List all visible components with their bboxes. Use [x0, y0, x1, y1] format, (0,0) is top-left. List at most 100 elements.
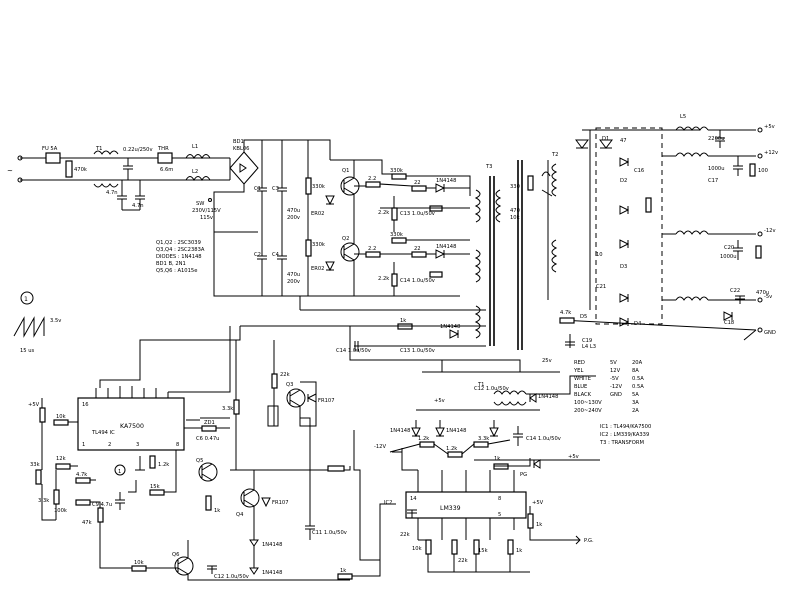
- c-fb-label: C14 1.0u/50v: [336, 348, 371, 354]
- ctl-q4: Q4: [236, 512, 244, 518]
- c2-hb-label: C14 1.0u/50v: [400, 278, 435, 284]
- ic2-rb2: 22k: [458, 558, 468, 564]
- ic2-t1: T1: [477, 382, 484, 388]
- ctl-d-fr: FR107: [272, 500, 289, 506]
- out-m5v: -5v: [764, 294, 772, 300]
- ntc-label: THR: [157, 146, 169, 152]
- ic2-r3: 3.3k: [478, 436, 489, 442]
- ctl-zd: ZD1: [204, 420, 215, 426]
- sw-label: SW: [196, 201, 204, 207]
- ic2-r2: 1.2k: [446, 446, 457, 452]
- t2-label: T2: [551, 152, 558, 158]
- r3-label: 330k: [390, 168, 403, 174]
- ct-c6: 200~240V: [574, 408, 602, 414]
- ctl-c2: C6 0.47u: [196, 436, 219, 442]
- ctl-q3: Q3: [286, 382, 293, 388]
- r1-label: 2.2: [368, 176, 376, 182]
- ct-v0: 5V: [610, 360, 617, 366]
- out-m12v-terminal: [757, 231, 763, 237]
- sec-c19: C19: [582, 338, 592, 344]
- c3-label: C3: [272, 186, 279, 192]
- ic1-tl494: [77, 397, 185, 451]
- fuse: [45, 152, 61, 164]
- sec-c16: C16: [634, 168, 644, 174]
- note-5: Q5,Q6 : A1015e: [156, 268, 197, 274]
- bridge-value: KBL06: [233, 146, 249, 152]
- sec-c21: C21: [596, 284, 606, 290]
- sec-c18: C18: [724, 320, 734, 326]
- t3-label: T3: [485, 164, 492, 170]
- y-cap-a-label: 4.7n: [106, 190, 118, 196]
- ctl-r12: 1k: [214, 508, 220, 514]
- ic2-rb5: 1k: [536, 522, 542, 528]
- ctl-r6: 100k: [54, 508, 67, 514]
- ct-a1: 8A: [632, 368, 639, 374]
- sec-r4: 4.7k: [560, 310, 571, 316]
- note-1: Q1,Q2 : 2SC3039: [156, 240, 201, 246]
- c4-val: 470u: [287, 272, 300, 278]
- rb2-label: 2.2k: [378, 276, 389, 282]
- r5-label: 22: [414, 180, 421, 186]
- bulk-capacitors: C1 C2 C3 470u 200v C4 470u 200v 330k 330…: [213, 140, 460, 297]
- ct-v1: 12V: [610, 368, 621, 374]
- ref-note-3: T3 : TRANSFORM: [599, 440, 644, 446]
- wire-color-table: RED 5V 20A YEL 12V 8A WHITE -5V 0.5A BLU…: [573, 360, 651, 446]
- c3-val: 470u: [287, 208, 300, 214]
- ct-a2: 0.5A: [632, 376, 644, 382]
- test-point-2: 1: [118, 469, 121, 475]
- ctl-r9: 1.2k: [158, 462, 169, 468]
- ct-a4: 5A: [632, 392, 639, 398]
- ic2-pin5: 5: [498, 512, 501, 518]
- out-gnd-terminal: [757, 327, 763, 333]
- ac-symbol: ~: [7, 167, 13, 175]
- sec-cap1: 2200u: [708, 136, 725, 142]
- waveform-sketch: 1 3.5v 15 us: [13, 291, 61, 354]
- sec-d3: D3: [620, 264, 627, 270]
- sw-sub: 115v: [200, 215, 213, 221]
- ic1-pin1: 1: [82, 442, 85, 448]
- r-bulk-2: 330k: [312, 242, 325, 248]
- r6-label: 22: [414, 246, 421, 252]
- ic2-c1: C12 1.0u/50v: [474, 386, 509, 392]
- ic2-d1: 1N4148: [390, 428, 410, 434]
- r7-label: 330: [510, 184, 520, 190]
- ctl-r3: 33k: [30, 462, 40, 468]
- c3-val2: 200v: [287, 215, 300, 221]
- ctl-r-q6: 10k: [134, 560, 144, 566]
- ic2-r-low: 22k: [400, 532, 410, 538]
- ctl-c3: C11 1.0u/50v: [312, 530, 347, 536]
- sec-r1: 47: [620, 138, 627, 144]
- ic2-c14: C14 1.0u/50v: [526, 436, 561, 442]
- ic2-5v-top: +5V: [532, 500, 544, 506]
- ctl-d-b: 1N4148: [262, 542, 282, 548]
- q1-label: Q1: [342, 168, 349, 174]
- r-bulk-1: 330k: [312, 184, 325, 190]
- r4-label: 330k: [390, 232, 403, 238]
- r11-label: 1k: [400, 318, 406, 324]
- ctl-r11: 22k: [280, 372, 290, 378]
- ic2-r4: 1k: [494, 456, 500, 462]
- ct-a6: 2A: [632, 408, 639, 414]
- ic2-d2: 1N4148: [446, 428, 466, 434]
- d2-label: 1N4148: [436, 244, 456, 250]
- ctl-r5: 4.7k: [76, 472, 87, 478]
- sec-d1: D1: [602, 136, 609, 142]
- volt-25: 25v: [542, 358, 552, 364]
- c1-hb-label: C13 1.0u/50v: [400, 211, 435, 217]
- ic2-vp5: +5v: [434, 398, 445, 404]
- sec-cap4: 470u: [756, 290, 769, 296]
- pgood-label: P.G.: [584, 538, 594, 544]
- c-fb2-label: C13 1.0u/50v: [400, 348, 435, 354]
- ic2-5v: +5v: [568, 454, 579, 460]
- sec-c22: C22: [730, 288, 740, 294]
- d-fb-label: 1N4148: [440, 324, 460, 330]
- rb1-label: 2.2k: [378, 210, 389, 216]
- ic2-rb3: 15k: [478, 548, 488, 554]
- ctl-d-a: FR107: [318, 398, 335, 404]
- ctl-r8: 15k: [150, 484, 160, 490]
- sec-cap3: 1000u: [720, 254, 737, 260]
- ctl-r2: 12k: [56, 456, 66, 462]
- q2-label: Q2: [342, 236, 349, 242]
- c1-label: C1: [254, 186, 261, 192]
- bridge-rectifier: BD1 KBL06 SW 230V/115V 115v: [192, 139, 331, 233]
